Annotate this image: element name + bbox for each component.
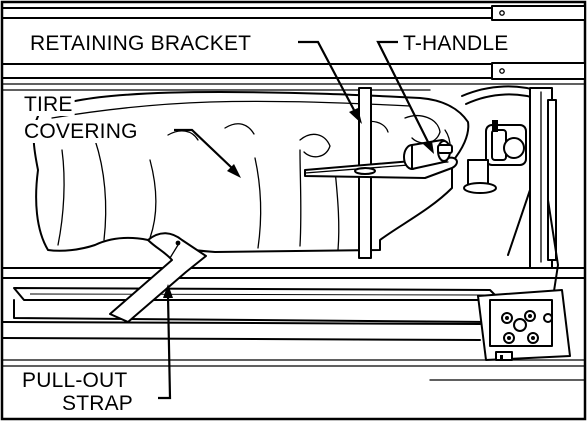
label-backdrop bbox=[20, 369, 130, 392]
label-backdrop bbox=[401, 32, 511, 55]
leader-retaining-bracket bbox=[298, 40, 362, 124]
label-backdrop bbox=[22, 120, 140, 143]
label-backdrop bbox=[22, 93, 75, 116]
t-handle bbox=[403, 139, 453, 170]
leader-tire-covering bbox=[174, 128, 241, 178]
label-t-handle: T-HANDLE bbox=[403, 32, 508, 55]
label-retaining-bracket: RETAINING BRACKET bbox=[30, 32, 251, 55]
label-pull-out-strap-line2: STRAP bbox=[62, 392, 133, 415]
label-tire-covering-line1: TIRE bbox=[24, 93, 73, 116]
label-backdrop bbox=[60, 392, 136, 415]
label-tire-covering-line2: COVERING bbox=[24, 120, 138, 143]
leader-pull-out-strap bbox=[158, 284, 173, 400]
jack-mechanism bbox=[461, 85, 559, 331]
leader-t-handle bbox=[376, 40, 434, 154]
label-pull-out-strap-line1: PULL-OUT bbox=[22, 369, 127, 392]
mounting-plate bbox=[477, 289, 571, 361]
label-backdrop bbox=[28, 32, 254, 55]
pull-out-strap bbox=[109, 232, 207, 323]
